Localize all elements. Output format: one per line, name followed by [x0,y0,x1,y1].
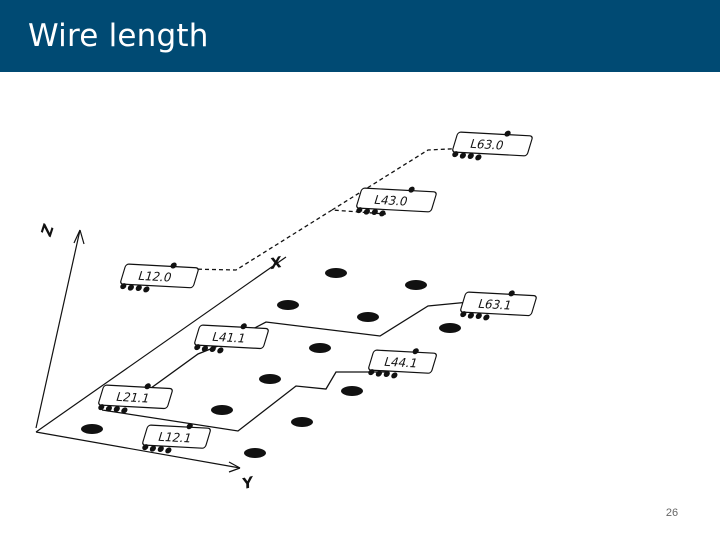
block-L63-1: L63.1 [460,290,537,321]
block-L43-0: L43.0 [356,186,437,217]
z-axis-arrowhead [73,229,85,245]
grid-dot [325,268,347,278]
solid-wire-lower [101,371,388,432]
grid-dot [357,312,379,322]
grid-dot [405,280,427,290]
grid-dot [211,405,233,415]
block-label: L44.1 [382,355,419,371]
block-L63-0: L63.0 [452,130,533,161]
z-axis-line [35,229,81,429]
grid-dot [277,300,299,310]
slide-title: Wire length [28,18,209,54]
x-axis-label: X [267,253,284,274]
grid-dot [81,424,103,434]
block-label: L21.1 [114,390,151,406]
wire-length-diagram: Z X Y L63.0 L43.0 [35,130,537,493]
block-label: L63.0 [468,137,505,153]
x-axis-line [35,256,287,433]
block-L44-1: L44.1 [368,348,437,379]
y-axis-arrowhead [228,461,241,473]
block-label: L12.0 [136,269,173,285]
block-L12-0: L12.0 [120,262,199,293]
title-bar: Wire length [0,0,720,72]
block-L12-1: L12.1 [142,423,211,454]
block-label: L41.1 [210,330,247,346]
grid-dots [81,268,461,458]
y-axis-label: Y [240,473,256,493]
grid-dot [244,448,266,458]
block-label: L43.0 [372,193,409,209]
block-label: L63.1 [476,297,513,313]
block-L21-1: L21.1 [98,383,173,414]
grid-dot [309,343,331,353]
y-axis-line [35,431,241,469]
z-axis-label: Z [37,221,58,239]
page-number: 26 [665,507,679,519]
grid-dot [291,417,313,427]
block-L41-1: L41.1 [194,323,269,354]
grid-dot [341,386,363,396]
grid-dot [439,323,461,333]
block-label: L12.1 [156,430,193,446]
grid-dot [259,374,281,384]
